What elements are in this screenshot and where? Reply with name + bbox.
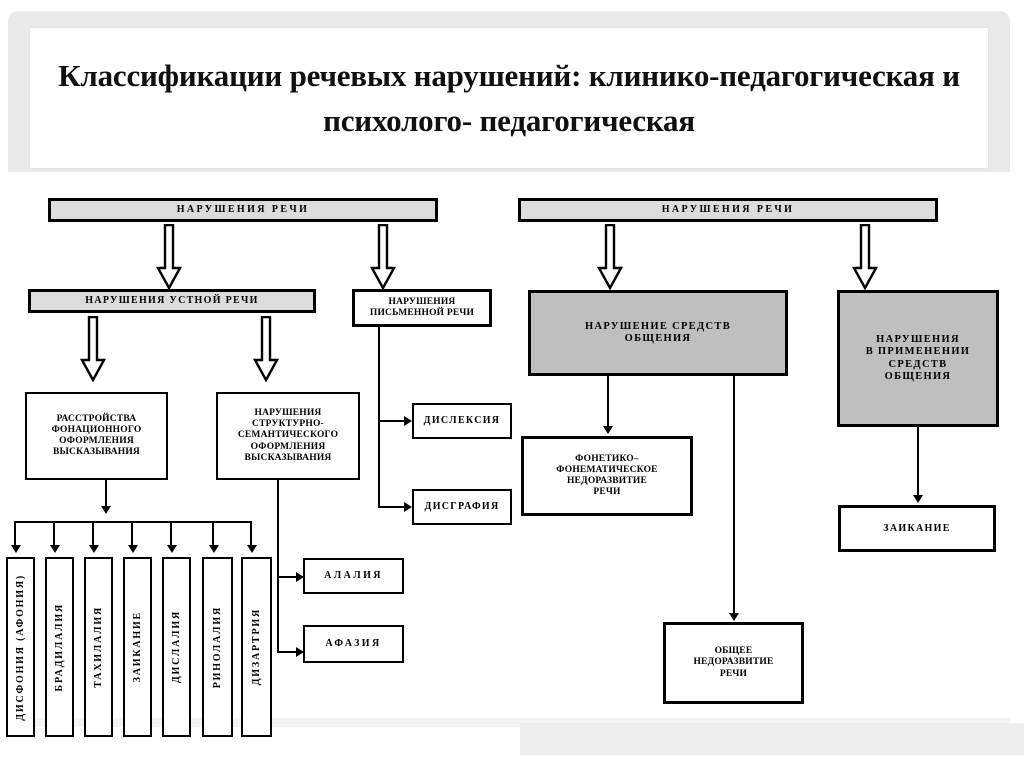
right-onr-label: ОБЩЕЕ НЕДОРАЗВИТИЕ РЕЧИ bbox=[693, 646, 774, 679]
left-disorder-box-2: БРАДИЛАЛИЯ bbox=[45, 557, 74, 737]
right-onr-box: ОБЩЕЕ НЕДОРАЗВИТИЕ РЕЧИ bbox=[663, 622, 804, 704]
arrowhead-drop-6 bbox=[209, 545, 219, 553]
arrowhead-dyslexia bbox=[404, 416, 412, 426]
connector-drop-7 bbox=[250, 521, 252, 547]
connector-drop-1 bbox=[14, 521, 16, 547]
left-phonation-label: РАССТРОЙСТВА ФОНАЦИОННОГО ОФОРМЛЕНИЯ ВЫС… bbox=[51, 413, 142, 458]
left-oral-speech-label: НАРУШЕНИЯ УСТНОЙ РЕЧИ bbox=[85, 295, 259, 307]
left-phonation-box: РАССТРОЙСТВА ФОНАЦИОННОГО ОФОРМЛЕНИЯ ВЫС… bbox=[25, 392, 168, 480]
left-disorder-label-3: ТАХИЛАЛИЯ bbox=[93, 606, 104, 688]
arrowhead-drop-5 bbox=[167, 545, 177, 553]
right-stuttering-box: ЗАИКАНИЕ bbox=[838, 505, 996, 552]
connector-means-right-drop bbox=[733, 374, 735, 615]
left-aphasia-box: АФАЗИЯ bbox=[303, 625, 404, 663]
arrow-right-root-to-means bbox=[597, 224, 623, 290]
arrow-oral-to-structural bbox=[253, 316, 279, 382]
arrowhead-onr bbox=[729, 613, 739, 621]
arrowhead-ffn bbox=[603, 426, 613, 434]
right-means-label: НАРУШЕНИЕ СРЕДСТВ ОБЩЕНИЯ bbox=[584, 320, 732, 344]
left-root-box: НАРУШЕНИЯ РЕЧИ bbox=[48, 198, 438, 222]
left-aphasia-label: АФАЗИЯ bbox=[325, 638, 382, 650]
left-dysgraphia-label: ДИСГРАФИЯ bbox=[424, 501, 500, 513]
right-ffn-box: ФОНЕТИКО– ФОНЕМАТИЧЕСКОЕ НЕДОРАЗВИТИЕ РЕ… bbox=[521, 436, 693, 516]
left-disorder-label-7: ДИЗАРТРИЯ bbox=[251, 608, 262, 686]
left-alalia-box: АЛАЛИЯ bbox=[303, 558, 404, 594]
connector-drop-3 bbox=[92, 521, 94, 547]
left-disorder-box-7: ДИЗАРТРИЯ bbox=[241, 557, 272, 737]
arrowhead-drop-3 bbox=[89, 545, 99, 553]
right-application-label: НАРУШЕНИЯ В ПРИМЕНЕНИИ СРЕДСТВ ОБЩЕНИЯ bbox=[865, 333, 971, 382]
left-written-speech-label: НАРУШЕНИЯ ПИСЬМЕННОЙ РЕЧИ bbox=[369, 296, 475, 318]
arrowhead-drop-2 bbox=[50, 545, 60, 553]
left-structural-box: НАРУШЕНИЯ СТРУКТУРНО- СЕМАНТИЧЕСКОГО ОФО… bbox=[216, 392, 360, 480]
page-title: Классификации речевых нарушений: клинико… bbox=[58, 57, 960, 138]
connector-written-to-dyslexia bbox=[378, 420, 406, 422]
arrowhead-drop-7 bbox=[247, 545, 257, 553]
connector-phonation-down bbox=[105, 480, 107, 508]
arrowhead-drop-1 bbox=[11, 545, 21, 553]
arrow-root-to-written bbox=[370, 224, 396, 290]
arrow-root-to-oral bbox=[156, 224, 182, 290]
left-dyslexia-box: ДИСЛЕКСИЯ bbox=[412, 403, 512, 439]
left-disorder-box-4: ЗАИКАНИЕ bbox=[123, 557, 152, 737]
slide-title-box: Классификации речевых нарушений: клинико… bbox=[30, 28, 988, 168]
connector-drop-5 bbox=[170, 521, 172, 547]
arrow-right-root-to-application bbox=[852, 224, 878, 290]
right-ffn-label: ФОНЕТИКО– ФОНЕМАТИЧЕСКОЕ НЕДОРАЗВИТИЕ РЕ… bbox=[556, 453, 658, 498]
arrowhead-phonation-bus bbox=[101, 506, 111, 514]
left-disorder-box-3: ТАХИЛАЛИЯ bbox=[84, 557, 113, 737]
left-disorder-box-6: РИНОЛАЛИЯ bbox=[202, 557, 233, 737]
connector-written-trunk bbox=[378, 327, 380, 508]
left-structural-label: НАРУШЕНИЯ СТРУКТУРНО- СЕМАНТИЧЕСКОГО ОФО… bbox=[237, 407, 339, 463]
left-disorder-label-5: ДИСЛАЛИЯ bbox=[171, 610, 182, 684]
arrowhead-stuttering bbox=[913, 495, 923, 503]
arrowhead-aphasia bbox=[296, 647, 304, 657]
right-root-box: НАРУШЕНИЯ РЕЧИ bbox=[518, 198, 938, 222]
right-means-box: НАРУШЕНИЕ СРЕДСТВ ОБЩЕНИЯ bbox=[528, 290, 788, 376]
right-root-label: НАРУШЕНИЯ РЕЧИ bbox=[661, 204, 795, 216]
left-oral-speech-box: НАРУШЕНИЯ УСТНОЙ РЕЧИ bbox=[28, 289, 316, 313]
arrowhead-drop-4 bbox=[128, 545, 138, 553]
left-disorder-label-1: ДИСФОНИЯ (АФОНИЯ) bbox=[15, 573, 26, 721]
connector-written-to-dysgraphia bbox=[378, 506, 406, 508]
slide-bottom-edge bbox=[8, 718, 1010, 727]
connector-drop-4 bbox=[131, 521, 133, 547]
arrow-oral-to-phonation bbox=[80, 316, 106, 382]
connector-structural-to-aphasia bbox=[277, 651, 299, 653]
slide-bottom-band bbox=[520, 723, 1024, 755]
left-root-label: НАРУШЕНИЯ РЕЧИ bbox=[176, 204, 310, 216]
connector-application-drop bbox=[917, 425, 919, 497]
right-application-box: НАРУШЕНИЯ В ПРИМЕНЕНИИ СРЕДСТВ ОБЩЕНИЯ bbox=[837, 290, 999, 427]
left-disorder-label-4: ЗАИКАНИЕ bbox=[132, 611, 143, 683]
connector-drop-6 bbox=[212, 521, 214, 547]
arrowhead-dysgraphia bbox=[404, 502, 412, 512]
left-disorder-label-6: РИНОЛАЛИЯ bbox=[212, 605, 223, 689]
left-alalia-label: АЛАЛИЯ bbox=[324, 570, 383, 582]
connector-means-left-drop bbox=[607, 374, 609, 428]
connector-drop-2 bbox=[53, 521, 55, 547]
connector-structural-trunk bbox=[277, 480, 279, 653]
left-dyslexia-label: ДИСЛЕКСИЯ bbox=[423, 415, 501, 427]
left-disorder-box-1: ДИСФОНИЯ (АФОНИЯ) bbox=[6, 557, 35, 737]
left-dysgraphia-box: ДИСГРАФИЯ bbox=[412, 489, 512, 525]
arrowhead-alalia bbox=[296, 572, 304, 582]
left-disorder-box-5: ДИСЛАЛИЯ bbox=[162, 557, 191, 737]
right-stuttering-label: ЗАИКАНИЕ bbox=[883, 522, 951, 534]
connector-structural-to-alalia bbox=[277, 576, 299, 578]
connector-phonation-bus bbox=[14, 521, 252, 523]
left-written-speech-box: НАРУШЕНИЯ ПИСЬМЕННОЙ РЕЧИ bbox=[352, 289, 492, 327]
left-disorder-label-2: БРАДИЛАЛИЯ bbox=[54, 602, 65, 692]
